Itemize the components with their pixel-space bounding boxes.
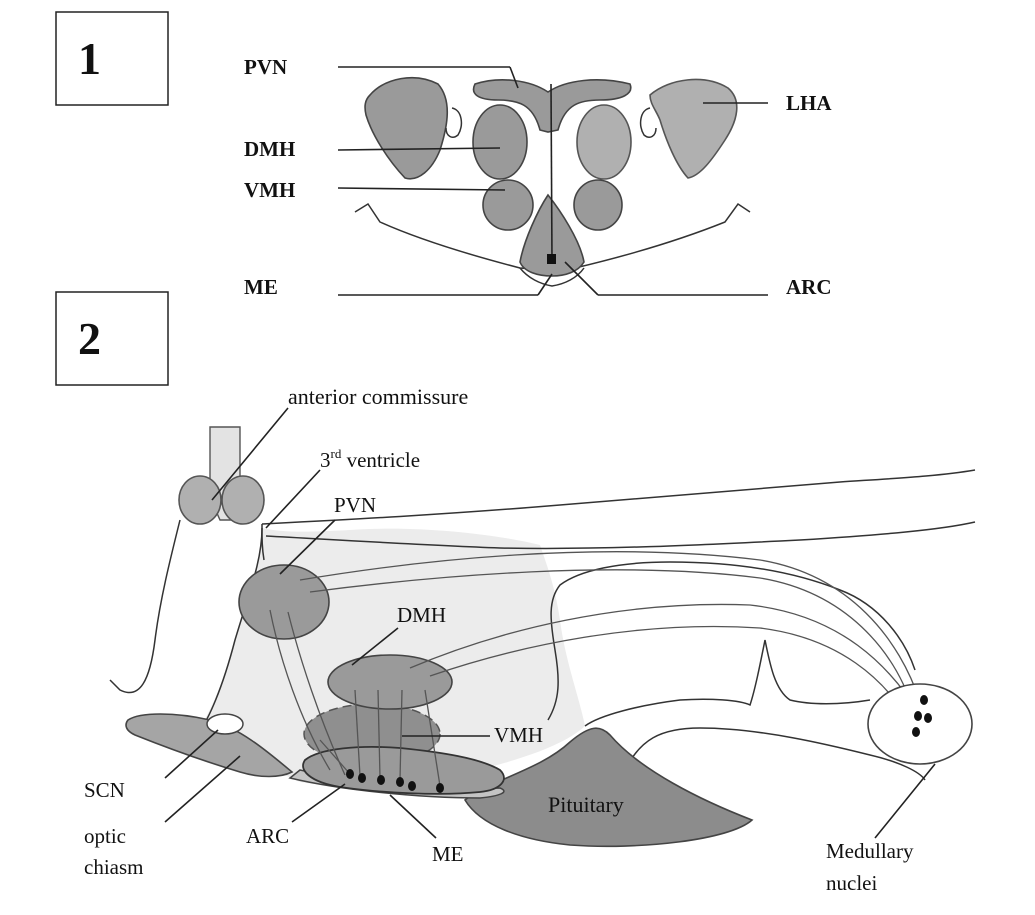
p1-fornix-right — [641, 108, 656, 137]
p2-anterior-commissure-b — [222, 476, 264, 524]
panel-2-number-box — [56, 292, 168, 385]
panel-1-number: 1 — [78, 33, 101, 84]
p1-lha-label: LHA — [786, 91, 832, 115]
p2-arc-label: ARC — [246, 824, 289, 848]
p2-medulla-leader — [875, 764, 935, 838]
p1-me-marker — [547, 254, 556, 264]
p2-third-ventricle-label: 3rd ventricle — [320, 446, 420, 472]
p2-anterior-commissure — [179, 476, 221, 524]
p2-posterior-outline — [548, 562, 915, 720]
p1-vmh-label: VMH — [244, 178, 295, 202]
p2-arc-terminal-5 — [408, 781, 416, 791]
panel-1: 1 PVN DMH VMH — [56, 12, 832, 299]
p2-third-ventricle-word: ventricle — [341, 448, 420, 472]
p2-vmh-label: VMH — [494, 723, 543, 747]
panel-2: 2 Pituitary — [56, 292, 975, 895]
p2-dmh-label: DMH — [397, 603, 446, 627]
p2-optic-label-2: chiasm — [84, 855, 143, 879]
p2-me-leader — [390, 795, 436, 838]
p1-dmh-label: DMH — [244, 137, 295, 161]
p2-arc-terminal-2 — [358, 773, 366, 783]
p1-lha-left — [365, 78, 447, 179]
p2-arc-terminal-4 — [396, 777, 404, 787]
p2-pvn — [239, 565, 329, 639]
p1-pvn-label: PVN — [244, 55, 287, 79]
p2-medullary-terminal-4 — [912, 727, 920, 737]
p2-arc-leader — [292, 784, 345, 822]
p1-me-leader-b — [538, 274, 552, 295]
p1-vmh-left — [483, 180, 533, 230]
p2-optic-label-1: optic — [84, 824, 126, 848]
p2-3v-leader — [266, 470, 320, 528]
p2-third-ventricle-number: 3 — [320, 448, 331, 472]
panel-2-number: 2 — [78, 313, 101, 364]
p2-anterior-commissure-label: anterior commissure — [288, 384, 468, 409]
p2-scn — [207, 714, 243, 734]
panel-1-number-box — [56, 12, 168, 105]
p1-dmh-left — [473, 105, 527, 179]
p2-medullary-label-2: nuclei — [826, 871, 877, 895]
p1-lha-right — [650, 80, 737, 178]
p2-medullary-label-1: Medullary — [826, 839, 914, 863]
p2-infundibulum-outline — [585, 640, 870, 726]
p2-medullary-terminal-3 — [924, 713, 932, 723]
p2-arc-terminal-1 — [346, 769, 354, 779]
p1-me-label: ME — [244, 275, 278, 299]
p1-fornix-left — [446, 108, 461, 137]
p2-pvn-label: PVN — [334, 493, 376, 517]
p2-third-ventricle-superscript: rd — [331, 446, 342, 461]
p2-dmh — [328, 655, 452, 709]
p2-arc-terminal-3 — [377, 775, 385, 785]
p2-medullary-terminal-1 — [920, 695, 928, 705]
p1-dmh-right — [577, 105, 631, 179]
p1-vmh-leader — [338, 188, 505, 190]
p2-medullary-nuclei — [868, 684, 972, 764]
p1-arc-label: ARC — [786, 275, 832, 299]
p2-pituitary-label: Pituitary — [548, 792, 624, 817]
p1-vmh-right — [574, 180, 622, 230]
p2-optic-leader — [165, 756, 240, 822]
p1-third-ventricle-line — [551, 84, 552, 262]
p2-arc-terminal-6 — [436, 783, 444, 793]
p2-brain-left-outline — [110, 520, 180, 693]
p2-medullary-terminal-2 — [914, 711, 922, 721]
p2-scn-label: SCN — [84, 778, 125, 802]
p2-me-label: ME — [432, 842, 464, 866]
